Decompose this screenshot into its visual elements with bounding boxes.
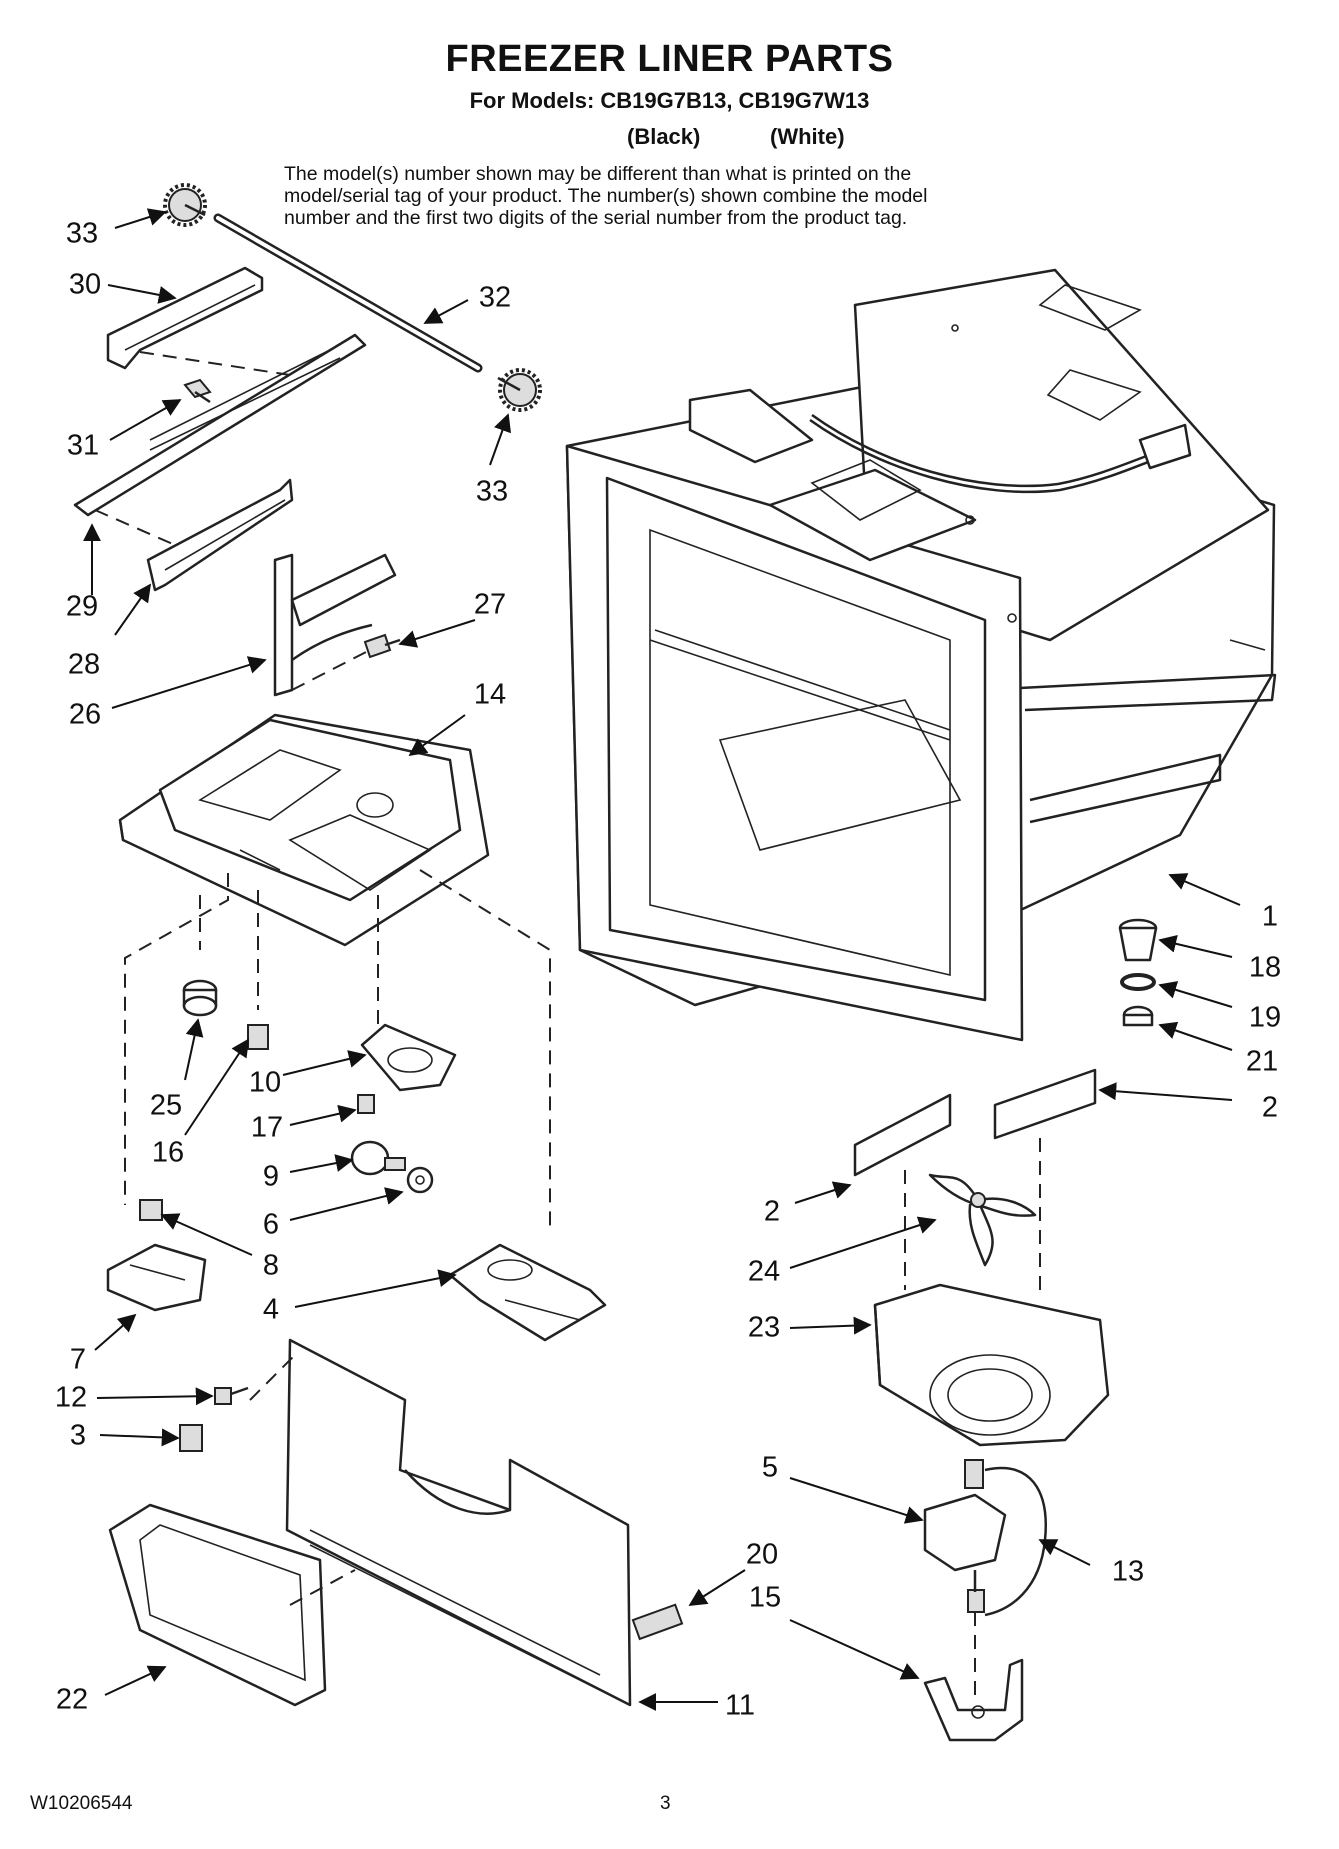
callout-17: 17 — [250, 1111, 284, 1144]
fan-shroud-part-23 — [873, 1283, 1110, 1447]
cap-part-25 — [182, 979, 218, 1017]
switch-part-16 — [247, 1024, 269, 1050]
page-number: 3 — [660, 1793, 671, 1814]
models-subtitle: For Models: CB19G7B13, CB19G7W13 — [469, 88, 870, 113]
callout-7: 7 — [69, 1343, 87, 1376]
callout-27: 27 — [473, 588, 507, 621]
assembly-guide-line — [291, 649, 371, 691]
bulb-part-9 — [350, 1140, 406, 1176]
callout-23: 23 — [747, 1311, 781, 1344]
callout-28: 28 — [67, 648, 101, 681]
document-number: W10206544 — [30, 1793, 133, 1814]
model-number-note: The model(s) number shown may be differe… — [284, 163, 1084, 229]
gear-part-33-top — [163, 183, 207, 227]
light-housing-part-10 — [360, 1023, 457, 1092]
callout-2: 2 — [1261, 1091, 1279, 1124]
callout-24: 24 — [747, 1255, 781, 1288]
callout-30: 30 — [68, 268, 102, 301]
callout-18: 18 — [1248, 951, 1282, 984]
callout-1: 1 — [1261, 900, 1279, 933]
screw-part-17 — [357, 1094, 375, 1114]
o-ring-part-19 — [1120, 973, 1156, 991]
screw-part-31 — [183, 378, 212, 404]
clip-part-3 — [179, 1424, 203, 1452]
callout-32: 32 — [478, 281, 512, 314]
callout-9: 9 — [262, 1160, 280, 1193]
callout-13: 13 — [1111, 1555, 1145, 1588]
light-cover-part-4 — [448, 1243, 607, 1342]
fan-motor-part-5 — [923, 1459, 1007, 1613]
callout-12: 12 — [54, 1381, 88, 1414]
color-white-label: (White) — [770, 124, 845, 149]
callout-3: 3 — [69, 1419, 87, 1452]
callout-33: 33 — [65, 217, 99, 250]
assembly-guide-line — [249, 1354, 296, 1401]
rail-part-29 — [73, 333, 367, 517]
color-black-label: (Black) — [627, 124, 701, 149]
screw-part-27 — [363, 633, 401, 659]
bracket-part-26 — [273, 553, 397, 697]
callout-31: 31 — [66, 429, 100, 462]
control-housing-part-7 — [106, 1243, 207, 1312]
note-line: model/serial tag of your product. The nu… — [284, 185, 928, 207]
callout-20: 20 — [745, 1538, 779, 1571]
fan-blade-part-24 — [928, 1173, 1037, 1267]
callout-5: 5 — [761, 1451, 779, 1484]
callout-33: 33 — [475, 475, 509, 508]
callout-16: 16 — [151, 1136, 185, 1169]
callout-29: 29 — [65, 590, 99, 623]
callout-11: 11 — [724, 1689, 756, 1722]
screw-part-12 — [214, 1386, 249, 1405]
axle-part-32 — [213, 213, 483, 373]
assembly-guide-line — [124, 873, 229, 1205]
assembly-guide-line — [139, 351, 291, 376]
callout-22: 22 — [55, 1683, 89, 1716]
gear-part-33-bottom — [497, 368, 542, 412]
callout-leaders — [83, 208, 1241, 1711]
note-line: number and the first two digits of the s… — [284, 207, 908, 229]
callout-25: 25 — [149, 1089, 183, 1122]
thermostat-part-8 — [139, 1199, 163, 1221]
assembly-guide-line — [289, 1569, 356, 1606]
callout-15: 15 — [748, 1581, 782, 1614]
callout-8: 8 — [262, 1249, 280, 1282]
callout-2: 2 — [763, 1195, 781, 1228]
strip-part-20 — [631, 1603, 684, 1641]
plug-part-21 — [1122, 1005, 1154, 1027]
callout-14: 14 — [473, 678, 507, 711]
assembly-guide-line — [94, 509, 176, 546]
callout-19: 19 — [1248, 1001, 1282, 1034]
page-title: FREEZER LINER PARTS — [445, 38, 894, 80]
callout-4: 4 — [262, 1293, 280, 1326]
filter-cup-part-18 — [1118, 918, 1158, 962]
insulation-pad-part-2-right — [993, 1068, 1097, 1140]
housing-part-14 — [118, 713, 490, 947]
rear-panel-part-11 — [285, 1338, 632, 1707]
callout-10: 10 — [248, 1066, 282, 1099]
freezer-liner-part — [565, 268, 1277, 1042]
note-line: The model(s) number shown may be differe… — [284, 163, 912, 185]
rail-cover-part-28 — [146, 478, 294, 592]
grille-part-22 — [108, 1503, 327, 1707]
callout-26: 26 — [68, 698, 102, 731]
rail-cover-part-30 — [106, 266, 264, 370]
motor-bracket-part-15 — [923, 1658, 1024, 1742]
callout-6: 6 — [262, 1208, 280, 1241]
assembly-guide-line — [419, 869, 551, 1230]
socket-part-6 — [406, 1166, 434, 1194]
insulation-pad-part-2-left — [853, 1093, 952, 1177]
callout-21: 21 — [1245, 1045, 1279, 1078]
